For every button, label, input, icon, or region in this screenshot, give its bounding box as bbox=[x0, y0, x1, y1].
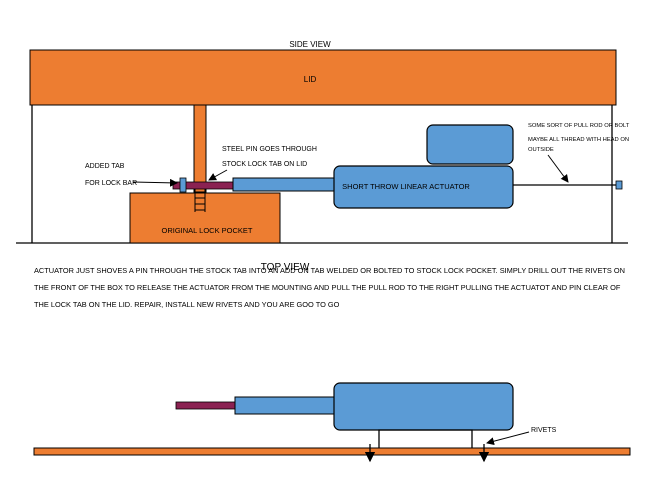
stock-lock-tab-label: STOCK LOCK TAB ON LID bbox=[222, 161, 307, 168]
actuator-body bbox=[333, 165, 514, 209]
lid bbox=[29, 49, 617, 106]
side-view-title: SIDE VIEW bbox=[289, 40, 331, 49]
steel-pin-label: STEEL PIN GOES THROUGH bbox=[222, 146, 317, 153]
lock-pocket-label: ORIGINAL LOCK POCKET bbox=[162, 226, 253, 235]
added-tab-label: ADDED TAB bbox=[85, 163, 125, 170]
stock-lock-tab bbox=[193, 104, 207, 196]
all-thread-label-1: MAYBE ALL THREAD WITH HEAD ON bbox=[528, 137, 629, 143]
top-view-pin bbox=[175, 401, 237, 410]
all-thread-label-2: OUTSIDE bbox=[528, 147, 554, 153]
actuator-motor bbox=[426, 124, 514, 165]
pull-rod-arrow bbox=[547, 154, 569, 183]
top-view-actuator-rod bbox=[234, 396, 337, 415]
lid-label: LID bbox=[304, 75, 317, 84]
actuator-rod bbox=[232, 177, 336, 192]
for-lock-bar-label: FOR LOCK BAR bbox=[85, 180, 137, 187]
top-view-title: TOP VIEW bbox=[261, 262, 310, 273]
added-tab bbox=[179, 177, 187, 193]
top-view-actuator-body bbox=[333, 382, 514, 431]
steel-pin-arrow bbox=[208, 169, 228, 181]
rivets-label: RIVETS bbox=[531, 427, 557, 434]
box-front-plate bbox=[33, 447, 631, 456]
description-text: ACTUATOR JUST SHOVES A PIN THROUGH THE S… bbox=[34, 266, 625, 309]
pull-rod-label: SOME SORT OF PULL ROD OR BOLT bbox=[528, 123, 630, 129]
added-tab-arrow bbox=[132, 178, 178, 187]
mounting-bracket bbox=[360, 429, 492, 450]
pull-rod-head bbox=[615, 180, 623, 190]
rivets-arrow bbox=[486, 431, 530, 446]
actuator-label: SHORT THROW LINEAR ACTUATOR bbox=[342, 182, 470, 191]
